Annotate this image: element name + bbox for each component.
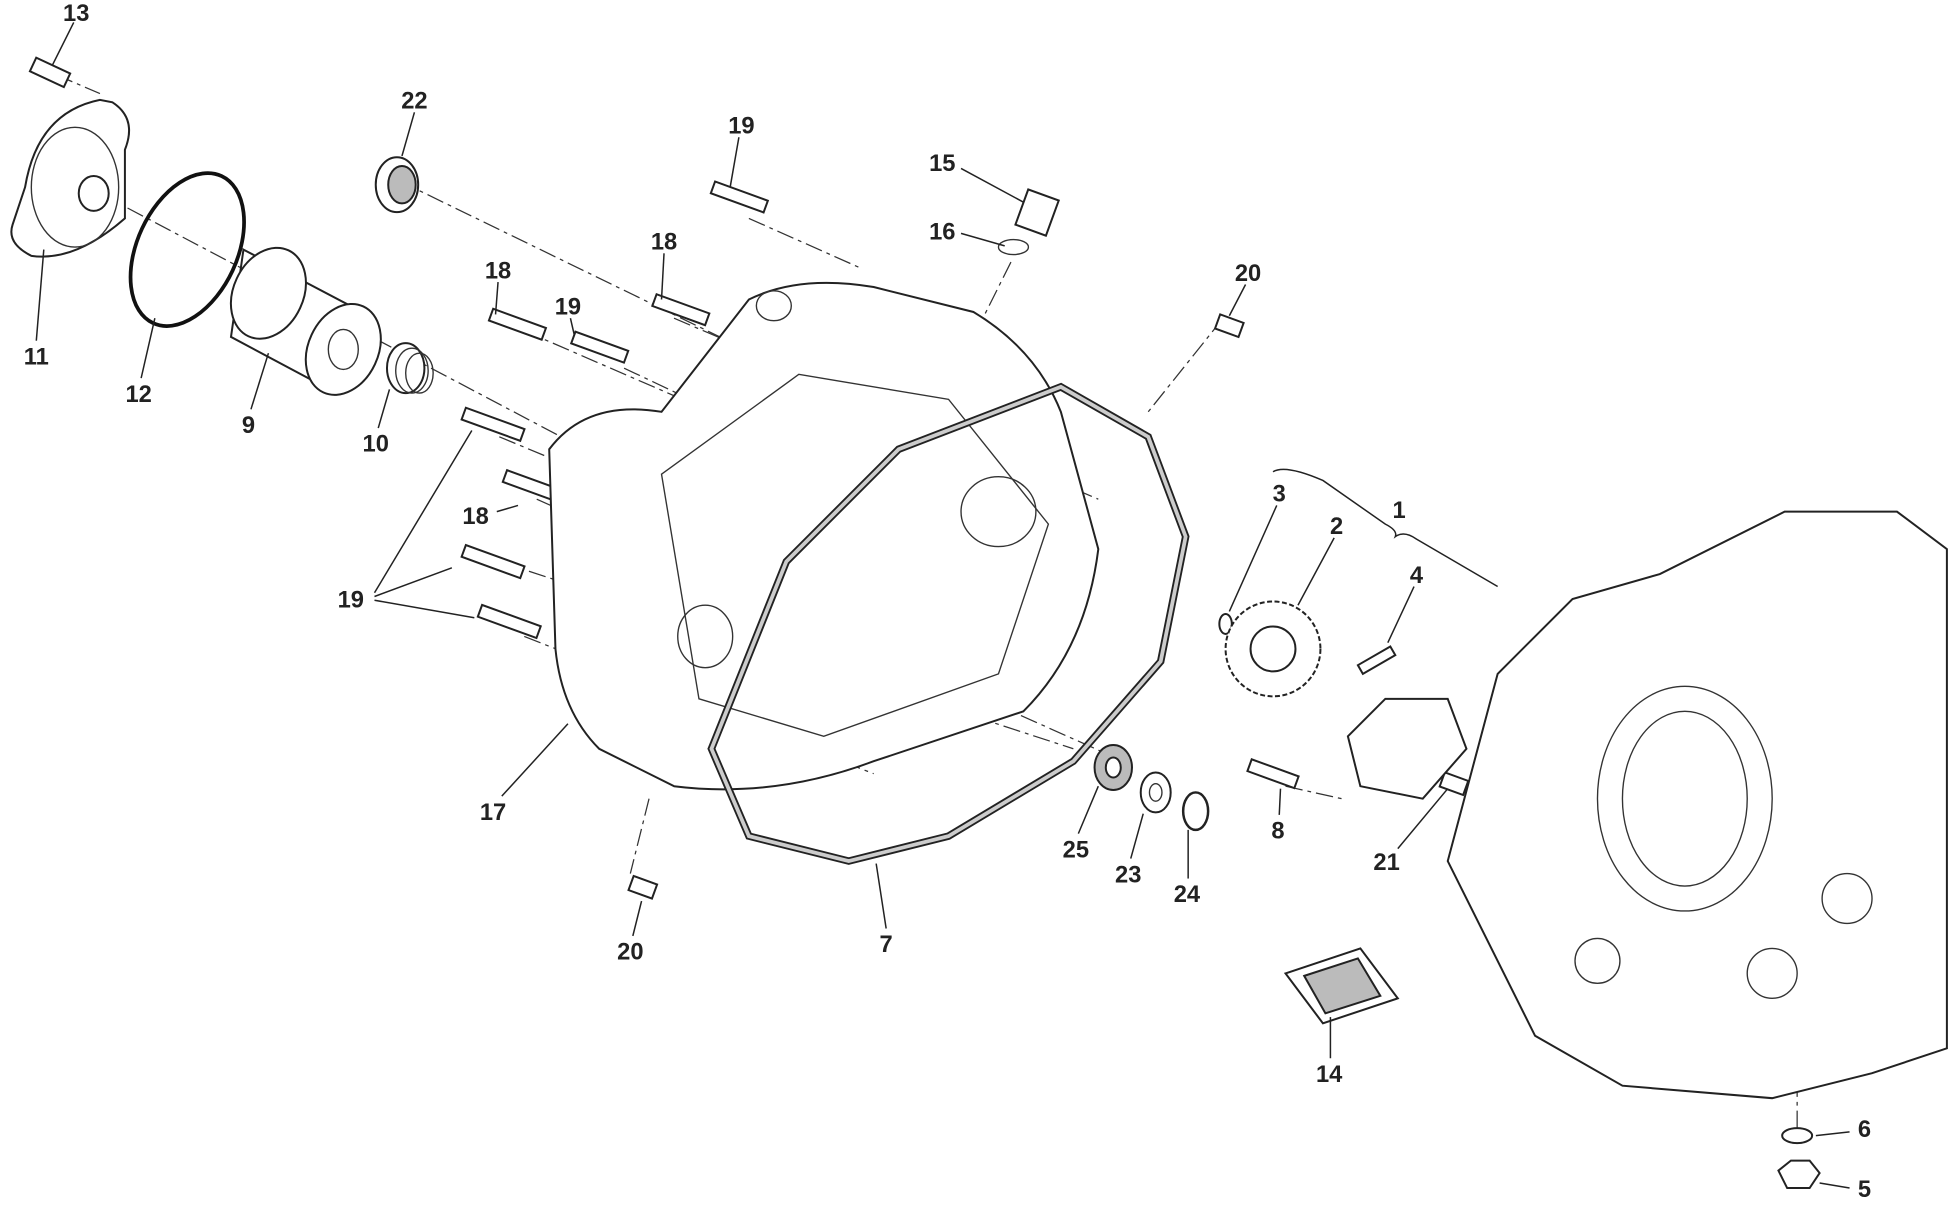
oil-seal-washers: [1093, 744, 1210, 832]
callout-14: 14: [1316, 1062, 1343, 1088]
bolts: [460, 180, 1300, 790]
callout-2: 2: [1330, 514, 1343, 540]
callout-17: 17: [480, 800, 506, 826]
cover-gasket: [707, 382, 1190, 865]
clutch-cover: [548, 281, 1100, 791]
callout-20: 20: [1235, 261, 1261, 287]
callout-19: 19: [555, 294, 581, 320]
callout-16: 16: [929, 220, 955, 246]
callout-23: 23: [1115, 862, 1141, 888]
spring: [385, 342, 434, 395]
crankcase: [1446, 510, 1948, 1100]
callout-18: 18: [651, 230, 677, 256]
callout-9: 9: [242, 413, 255, 439]
callout-5: 5: [1858, 1177, 1871, 1203]
drain-plug: [1777, 1127, 1821, 1190]
callout-13: 13: [63, 1, 89, 27]
oil-filler-plug: [997, 188, 1061, 256]
callout-10: 10: [363, 432, 389, 458]
callout-22: 22: [401, 89, 427, 115]
callout-19: 19: [338, 588, 364, 614]
callout-1: 1: [1392, 498, 1405, 524]
dowel-pins: [627, 313, 1470, 900]
oil-pump-assembly: [1218, 600, 1468, 800]
oil-filter-cover: [10, 98, 131, 258]
callout-3: 3: [1273, 482, 1286, 508]
callout-8: 8: [1271, 819, 1284, 845]
callout-24: 24: [1174, 882, 1201, 908]
callout-12: 12: [125, 382, 151, 408]
callout-20: 20: [617, 940, 643, 966]
strainer-screen: [1283, 947, 1400, 1025]
callout-11: 11: [24, 344, 49, 370]
oil-filter: [229, 246, 382, 396]
callout-25: 25: [1063, 837, 1089, 863]
callout-18: 18: [485, 258, 511, 284]
strainer-cap: [374, 156, 420, 214]
callout-7: 7: [880, 932, 893, 958]
callout-21: 21: [1373, 850, 1399, 876]
leader-lines: [35, 22, 1850, 1189]
callout-4: 4: [1410, 563, 1424, 589]
callout-19: 19: [728, 114, 754, 140]
bolt-13: [28, 56, 72, 89]
callout-labels: 13 22 19 15 16 18 20 18 19 11 12 9 10 3 …: [24, 1, 1871, 1203]
callout-18: 18: [462, 504, 488, 530]
callout-6: 6: [1858, 1117, 1871, 1143]
callout-15: 15: [929, 151, 955, 177]
